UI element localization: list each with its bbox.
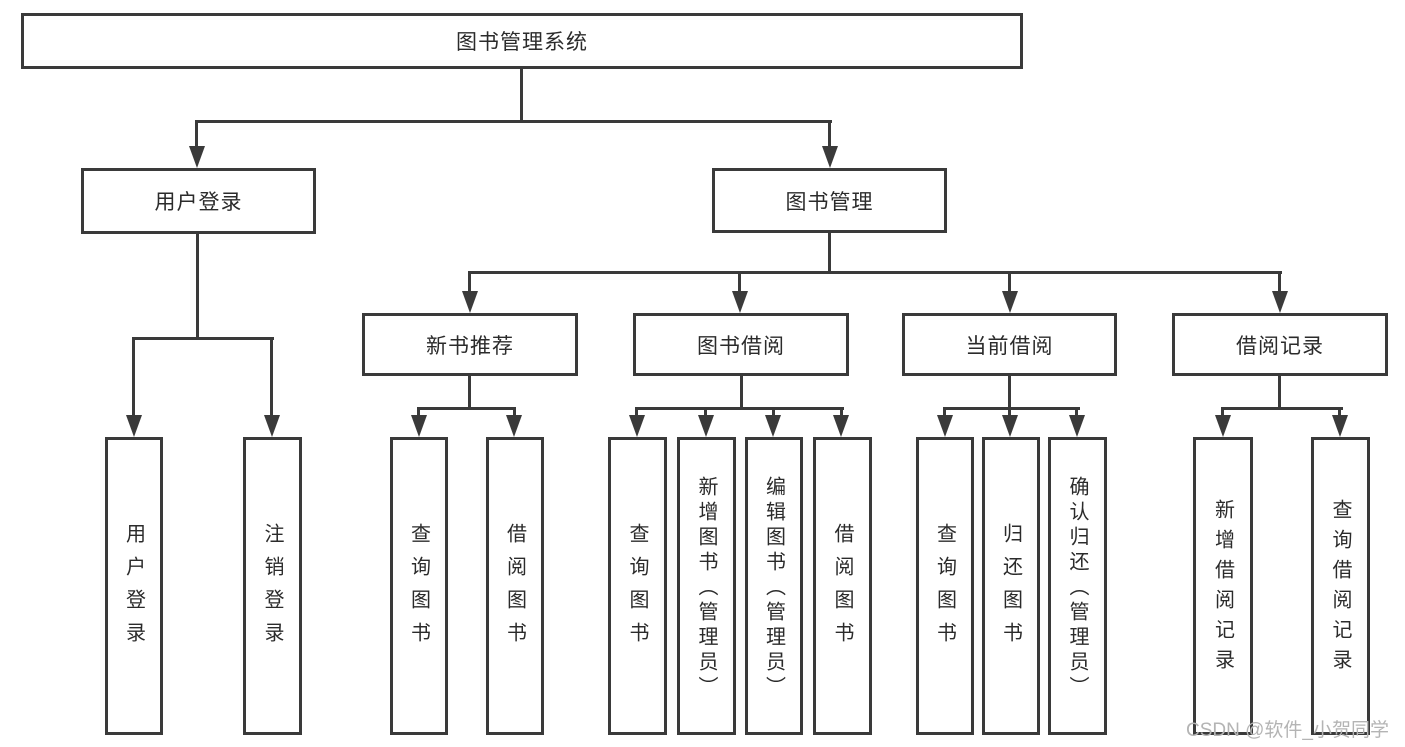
connector-stem — [1008, 376, 1011, 407]
leaf-logout: 注销登录 — [243, 437, 302, 735]
arrow-down-icon — [1002, 291, 1018, 313]
connector-level2-rail — [196, 120, 832, 123]
leaf-query-books-borrowing: 查询图书 — [608, 437, 667, 735]
connector-arrow-shaft — [417, 407, 420, 417]
connector-rail — [635, 407, 844, 410]
node-label: 用户登录 — [122, 523, 145, 655]
arrow-down-icon — [506, 415, 522, 437]
node-label: 注销登录 — [261, 523, 283, 655]
node-label: 新书推荐 — [426, 334, 514, 358]
arrow-down-icon — [1272, 291, 1288, 313]
arrow-down-icon — [1069, 415, 1085, 437]
leaf-confirm-return-admin: 确认归还（管理员） — [1048, 437, 1107, 735]
connector-arrow-shaft — [772, 407, 775, 417]
connector-user-rail — [132, 337, 274, 340]
node-label: 借阅图书 — [831, 523, 853, 655]
node-label: 图书管理系统 — [456, 31, 588, 54]
connector-rail — [1221, 407, 1343, 410]
node-label: 用户登录 — [154, 191, 243, 214]
arrow-down-icon — [732, 291, 748, 313]
connector-level3-rail — [468, 271, 1282, 274]
node-user-login: 用户登录 — [81, 168, 316, 234]
arrow-down-icon — [126, 415, 142, 437]
leaf-add-books-admin: 新增图书（管理员） — [677, 437, 736, 735]
node-label: 查询图书 — [933, 523, 956, 655]
node-label: 查询图书 — [407, 523, 430, 655]
leaf-borrow-books-recommend: 借阅图书 — [486, 437, 544, 735]
node-current-borrowing: 当前借阅 — [902, 313, 1117, 376]
connector-arrow-shaft — [738, 271, 741, 293]
arrow-down-icon — [698, 415, 714, 437]
csdn-watermark: CSDN @软件_小贺同学 — [1186, 720, 1389, 741]
leaf-query-books-current: 查询图书 — [916, 437, 974, 735]
node-label: 图书管理 — [785, 190, 874, 214]
connector-arrow-shaft — [1221, 407, 1224, 417]
arrow-down-icon — [833, 415, 849, 437]
connector-user-stem — [196, 234, 199, 337]
node-label: 编辑图书（管理员） — [762, 475, 785, 701]
node-label: 查询图书 — [626, 523, 648, 655]
arrow-down-icon — [937, 415, 953, 437]
connector-arrow-shaft — [840, 407, 843, 417]
arrow-down-icon — [1332, 415, 1348, 437]
connector-book-stem — [828, 233, 831, 271]
leaf-borrow-books: 借阅图书 — [813, 437, 872, 735]
node-borrow-records: 借阅记录 — [1172, 313, 1388, 376]
connector-stem — [740, 376, 743, 407]
connector-arrow-shaft — [828, 120, 831, 148]
node-label: 查询借阅记录 — [1329, 498, 1351, 679]
node-book-management: 图书管理 — [712, 168, 947, 233]
connector-arrow-shaft — [270, 337, 273, 417]
connector-stem — [1278, 376, 1281, 407]
connector-arrow-shaft — [1075, 407, 1078, 417]
connector-arrow-shaft — [635, 407, 638, 417]
arrow-down-icon — [264, 415, 280, 437]
node-label: 归还图书 — [999, 523, 1022, 655]
connector-arrow-shaft — [195, 120, 198, 148]
connector-arrow-shaft — [1008, 407, 1011, 417]
leaf-return-books: 归还图书 — [982, 437, 1040, 735]
connector-arrow-shaft — [513, 407, 516, 417]
node-label: 当前借阅 — [965, 334, 1054, 358]
arrow-down-icon — [765, 415, 781, 437]
arrow-down-icon — [1002, 415, 1018, 437]
node-label: 图书借阅 — [697, 334, 785, 358]
node-new-book-recommend: 新书推荐 — [362, 313, 578, 376]
leaf-query-books-recommend: 查询图书 — [390, 437, 448, 735]
connector-arrow-shaft — [943, 407, 946, 417]
arrow-down-icon — [189, 146, 205, 168]
leaf-edit-books-admin: 编辑图书（管理员） — [745, 437, 803, 735]
arrow-down-icon — [629, 415, 645, 437]
leaf-user-login: 用户登录 — [105, 437, 163, 735]
arrow-down-icon — [822, 146, 838, 168]
connector-arrow-shaft — [468, 271, 471, 293]
connector-arrow-shaft — [1008, 271, 1011, 293]
node-label: 借阅图书 — [503, 523, 526, 655]
node-label: 新增借阅记录 — [1211, 498, 1234, 679]
connector-arrow-shaft — [704, 407, 707, 417]
connector-arrow-shaft — [1338, 407, 1341, 417]
arrow-down-icon — [411, 415, 427, 437]
arrow-down-icon — [1215, 415, 1231, 437]
node-label: 借阅记录 — [1236, 334, 1324, 358]
leaf-query-borrow-record: 查询借阅记录 — [1311, 437, 1370, 735]
leaf-add-borrow-record: 新增借阅记录 — [1193, 437, 1253, 735]
connector-rail — [943, 407, 1080, 410]
node-root-system: 图书管理系统 — [21, 13, 1023, 69]
connector-root-stem — [520, 69, 523, 120]
node-label: 新增图书（管理员） — [695, 475, 717, 701]
connector-arrow-shaft — [1278, 271, 1281, 293]
connector-stem — [468, 376, 471, 407]
connector-rail — [417, 407, 516, 410]
node-book-borrowing: 图书借阅 — [633, 313, 849, 376]
arrow-down-icon — [462, 291, 478, 313]
connector-arrow-shaft — [132, 337, 135, 417]
node-label: 确认归还（管理员） — [1066, 475, 1088, 701]
